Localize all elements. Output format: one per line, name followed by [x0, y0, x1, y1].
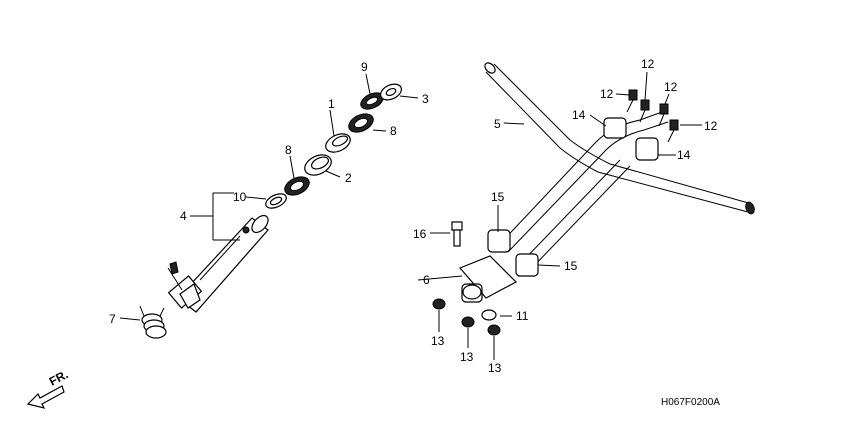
leader-lines [119, 71, 702, 360]
callout-9: 9 [361, 60, 368, 74]
front-direction-arrow-icon [26, 385, 65, 409]
lock-nut [360, 92, 384, 110]
holder-cap-left [487, 229, 511, 253]
callout-4: 4 [180, 209, 187, 223]
callout-5: 5 [494, 117, 501, 131]
callout-6: 6 [423, 273, 430, 287]
callout-1: 1 [328, 97, 335, 111]
callout-7: 7 [109, 312, 116, 326]
callout-8-upper: 8 [390, 124, 397, 138]
nut-13c [487, 324, 501, 336]
top-nut [380, 83, 402, 101]
callout-15-right: 15 [564, 259, 578, 273]
callout-2: 2 [345, 171, 352, 185]
steering-shaft [167, 214, 269, 313]
callout-13-right: 13 [488, 361, 502, 375]
callout-11: 11 [516, 309, 529, 323]
callout-3: 3 [422, 92, 429, 106]
diagram-code: H067F0200A [661, 397, 720, 408]
callout-12-mid: 12 [664, 80, 678, 94]
handlebar-holder-lower [458, 255, 517, 303]
upper-holder-left [603, 117, 627, 139]
bolt-16 [451, 221, 463, 247]
callout-13-mid: 13 [460, 350, 474, 364]
nut-13a [432, 298, 446, 310]
callout-13-left: 13 [431, 334, 445, 348]
bolt-12a [626, 89, 638, 113]
seal-upper [325, 133, 351, 153]
nut-13b [461, 316, 475, 328]
washer [265, 193, 287, 209]
bearing-upper [348, 113, 374, 133]
upper-holder-right [635, 137, 659, 161]
holder-cap-right [515, 253, 539, 277]
callout-12-left: 12 [600, 87, 614, 101]
callout-12-right: 12 [704, 119, 718, 133]
handlebar [484, 62, 755, 271]
callout-16: 16 [413, 227, 427, 241]
callout-15-top: 15 [491, 190, 505, 204]
callout-14-left: 14 [572, 108, 586, 122]
spring [139, 305, 167, 339]
race-lower [304, 154, 332, 176]
bolt-12c [658, 103, 669, 127]
bolt-12d [667, 119, 679, 143]
bearing-lower [284, 176, 310, 196]
callout-12-top: 12 [641, 57, 655, 71]
callout-10: 10 [233, 190, 247, 204]
front-label: FR. [47, 367, 71, 388]
bushing [481, 309, 497, 321]
callout-14-right: 14 [677, 148, 691, 162]
callout-8-lower: 8 [285, 143, 292, 157]
